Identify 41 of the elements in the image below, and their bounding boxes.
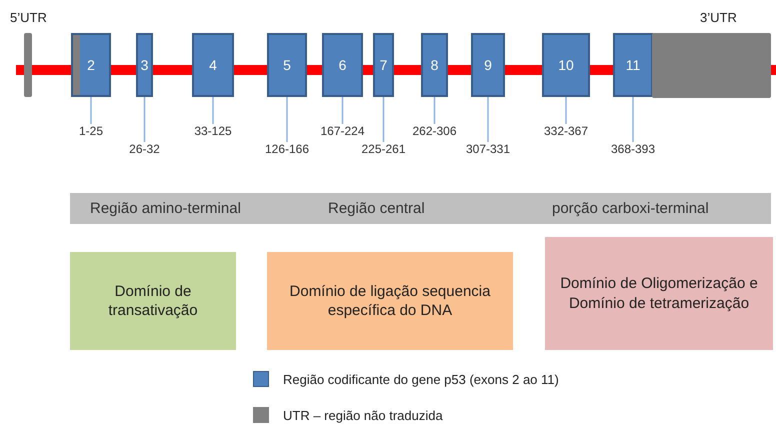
leader-line xyxy=(632,97,634,142)
leader-line xyxy=(487,97,489,142)
utr-label: 3’UTR xyxy=(700,10,737,25)
legend-label: Região codificante do gene p53 (exons 2 ao 11) xyxy=(283,372,559,387)
residue-range: 26-32 xyxy=(114,142,174,156)
residue-range: 167-224 xyxy=(312,124,372,138)
residue-range: 225-261 xyxy=(354,142,414,156)
utr-label: 5’UTR xyxy=(10,10,47,25)
residue-range: 126-166 xyxy=(257,142,317,156)
region-band xyxy=(70,193,771,224)
residue-range: 33-125 xyxy=(183,124,243,138)
residue-range: 262-306 xyxy=(404,124,464,138)
leader-line xyxy=(382,97,384,142)
exon-box: 10 xyxy=(542,33,590,97)
leader-line xyxy=(286,97,288,142)
exon-box: 3 xyxy=(136,33,153,97)
exon-box: 9 xyxy=(471,33,505,97)
exon-box: 7 xyxy=(373,33,394,97)
exon-box: 4 xyxy=(192,33,234,97)
leader-line xyxy=(434,97,436,124)
residue-range: 332-367 xyxy=(536,124,596,138)
exon-box: 2 xyxy=(71,33,111,97)
leader-line xyxy=(212,97,214,124)
domain-box: Domínio de ligação sequencia específica do DNA xyxy=(267,252,513,350)
leader-line xyxy=(144,97,146,142)
exon-box: 5 xyxy=(267,33,307,97)
domain-box: Domínio de Oligomerização e Domínio de tetramerização xyxy=(545,237,773,350)
leader-line xyxy=(565,97,567,124)
domain-box: Domínio de transativação xyxy=(70,252,236,350)
leader-line xyxy=(90,97,92,124)
region-label: porção carboxi-terminal xyxy=(552,200,709,217)
residue-range: 1-25 xyxy=(61,124,121,138)
residue-range: 307-331 xyxy=(458,142,518,156)
region-label: Região amino-terminal xyxy=(90,200,241,217)
residue-range: 368-393 xyxy=(603,142,663,156)
legend-label: UTR – região não traduzida xyxy=(283,408,443,423)
exon-box: 6 xyxy=(322,33,363,97)
region-label: Região central xyxy=(328,200,425,217)
leader-line xyxy=(342,97,344,124)
exon-box: 8 xyxy=(421,33,448,97)
exon-box: 11 xyxy=(613,33,653,97)
